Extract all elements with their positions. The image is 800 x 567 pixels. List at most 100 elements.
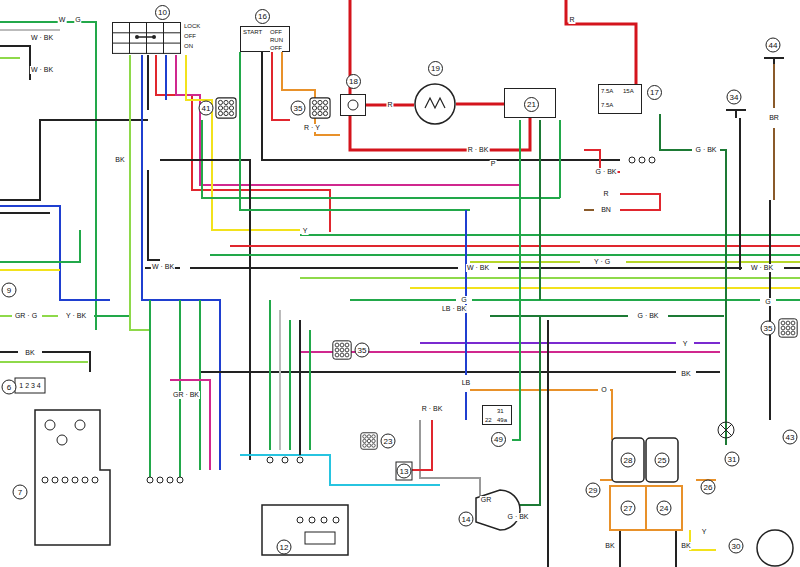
connector-block	[216, 98, 236, 118]
wire-color-code: Y	[302, 227, 309, 235]
wire	[176, 55, 520, 185]
terminal-label: 7.5A	[601, 102, 613, 109]
callout-number: 21	[524, 97, 539, 112]
wire	[410, 287, 800, 289]
callout-number: 23	[381, 434, 396, 449]
callout-number: 34	[727, 90, 742, 105]
wire	[490, 315, 724, 317]
wire-color-code: G · BK	[594, 168, 617, 176]
wire-color-code: BK	[680, 542, 691, 550]
wire-drawing	[282, 457, 288, 463]
wire-drawing	[147, 477, 153, 483]
wire-color-code: 1 2 3 4	[18, 382, 41, 390]
callout-number: 29	[586, 483, 601, 498]
connector-block	[333, 341, 351, 359]
wire-color-code: GR · BK	[172, 391, 200, 399]
switch-housing	[262, 505, 348, 555]
wire-drawing	[45, 420, 55, 430]
horn-terminal	[726, 110, 746, 118]
wire-color-code: BN	[600, 206, 612, 214]
terminal-label: 15A	[623, 88, 634, 95]
callout-number: 31	[725, 452, 740, 467]
circle-outline	[414, 83, 456, 125]
wire	[660, 114, 726, 445]
regulator-terminal	[348, 100, 358, 110]
callout-number: 41	[199, 101, 214, 116]
wire-color-code: LB · BK	[441, 305, 467, 313]
wire	[0, 22, 96, 330]
alternator-body	[415, 84, 455, 124]
wire-drawing	[297, 457, 303, 463]
wire	[0, 206, 110, 300]
wire	[282, 52, 340, 135]
wire	[773, 60, 775, 200]
wire	[769, 200, 771, 420]
wire-color-code: G	[74, 16, 81, 24]
ignition-switch: 10LOCKOFFON	[112, 22, 212, 54]
wire	[200, 371, 720, 373]
callout-number: 18	[346, 74, 361, 89]
wire-drawing	[305, 532, 335, 544]
switch-grid-line	[112, 22, 113, 54]
wire-color-code: BR	[768, 114, 780, 122]
callout-number: 27	[621, 501, 636, 516]
wire-color-code: R · BK	[421, 405, 444, 413]
wire	[279, 310, 281, 450]
headlamp-symbol	[757, 530, 793, 566]
callout-number: 10	[155, 5, 170, 20]
terminal-row	[42, 420, 98, 483]
wire-color-code: G · BK	[636, 312, 659, 320]
callout-number: 49	[491, 432, 506, 447]
callout-number: 28	[621, 453, 636, 468]
wire-color-code: W · BK	[30, 34, 54, 42]
wire-color-code: R	[568, 16, 575, 24]
terminal-label: LOCK	[184, 23, 200, 30]
wire	[0, 29, 60, 31]
wire-drawing	[649, 157, 655, 163]
switch-grid-line	[180, 22, 181, 54]
wire-color-code: W	[58, 16, 67, 24]
wire-drawing	[82, 477, 88, 483]
horn-symbol	[476, 490, 520, 530]
wire	[0, 46, 30, 80]
callout-number: 24	[657, 501, 672, 516]
wire-drawing	[309, 517, 315, 523]
wire-color-code: W · BK	[30, 66, 54, 74]
callout-number: 13	[397, 464, 412, 479]
wire	[620, 530, 676, 567]
callout-number: 6	[2, 380, 17, 395]
wire-drawing	[92, 477, 98, 483]
terminal-label: 31	[497, 408, 504, 415]
wire-drawing	[177, 477, 183, 483]
switch-grid-line	[112, 22, 180, 23]
speedometer-housing	[35, 410, 110, 545]
wire	[412, 420, 432, 470]
callout-number: 25	[655, 453, 670, 468]
switch-grid-line	[129, 22, 130, 54]
wire-drawing	[639, 157, 645, 163]
reg-outline	[340, 94, 366, 116]
rectifier: 21	[504, 88, 556, 118]
wire	[0, 212, 50, 214]
wire-color-code: W · BK	[466, 264, 490, 272]
alternator-symbol	[425, 98, 445, 108]
terminal-label: OFF	[270, 45, 282, 52]
wire-color-code: G	[764, 298, 771, 306]
wire	[0, 361, 88, 363]
wire-drawing	[333, 517, 339, 523]
wire-connector	[456, 103, 504, 106]
wire-color-code: Y · G	[593, 258, 611, 266]
ignition-coil	[612, 438, 644, 482]
wire	[270, 300, 310, 450]
wire	[160, 160, 250, 460]
wire-drawing	[321, 517, 327, 523]
callout-number: 14	[459, 512, 474, 527]
callout-number: 19	[428, 61, 443, 76]
callout-number: 16	[255, 9, 270, 24]
terminal-label: 22	[485, 417, 492, 424]
alternator: 19	[414, 83, 456, 125]
ignition-coil	[646, 438, 678, 482]
connector-block	[310, 98, 330, 118]
